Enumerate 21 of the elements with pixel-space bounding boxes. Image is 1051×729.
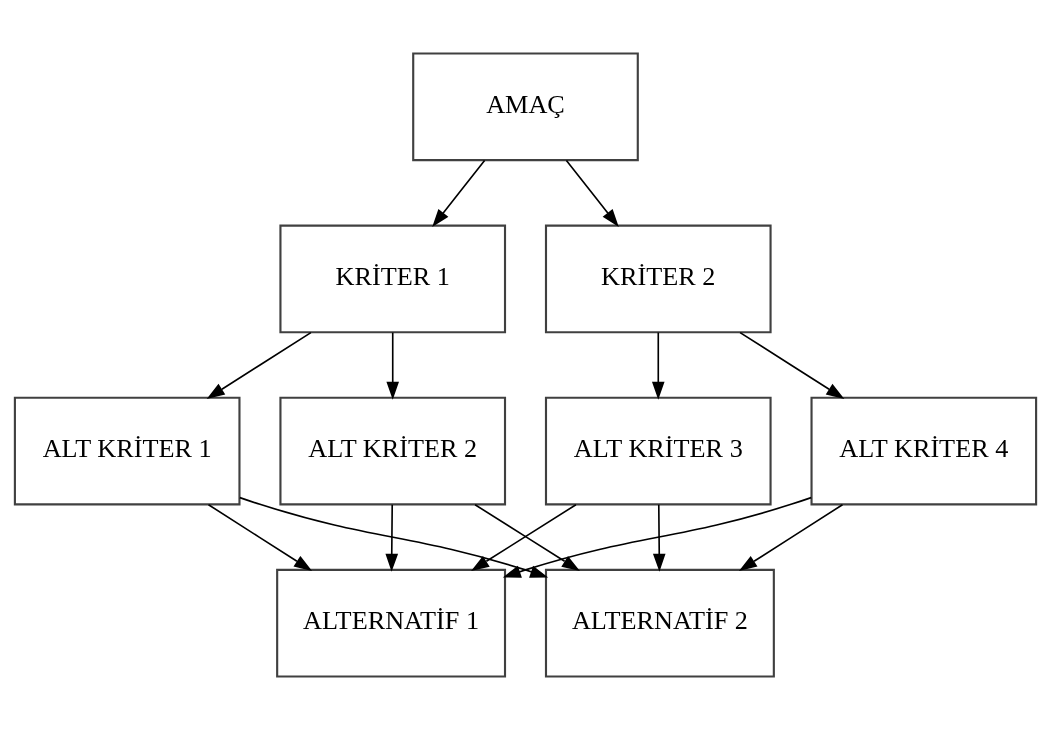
node-box: ALT KRİTER 4: [810, 396, 1038, 505]
arrow: [385, 503, 399, 572]
arrow: [206, 331, 312, 399]
node-box: KRİTER 2: [544, 224, 772, 333]
node-box: AMAÇ: [412, 52, 639, 161]
node-box: ALTERNATİF 1: [276, 568, 507, 677]
arrow: [739, 331, 845, 399]
arrow: [207, 503, 313, 571]
node-box: KRİTER 1: [279, 224, 507, 333]
node-box: ALTERNATİF 2: [544, 568, 775, 677]
node-box: ALT KRİTER 2: [279, 396, 507, 505]
node-box: ALT KRİTER 1: [13, 396, 241, 505]
arrow: [652, 503, 666, 572]
arrow: [651, 331, 665, 400]
arrow: [386, 331, 400, 400]
node-box: ALT KRİTER 3: [544, 396, 772, 505]
arrow: [432, 159, 486, 227]
arrow: [239, 496, 549, 578]
arrow: [502, 496, 812, 578]
arrow: [565, 159, 619, 227]
arrow: [738, 503, 844, 571]
